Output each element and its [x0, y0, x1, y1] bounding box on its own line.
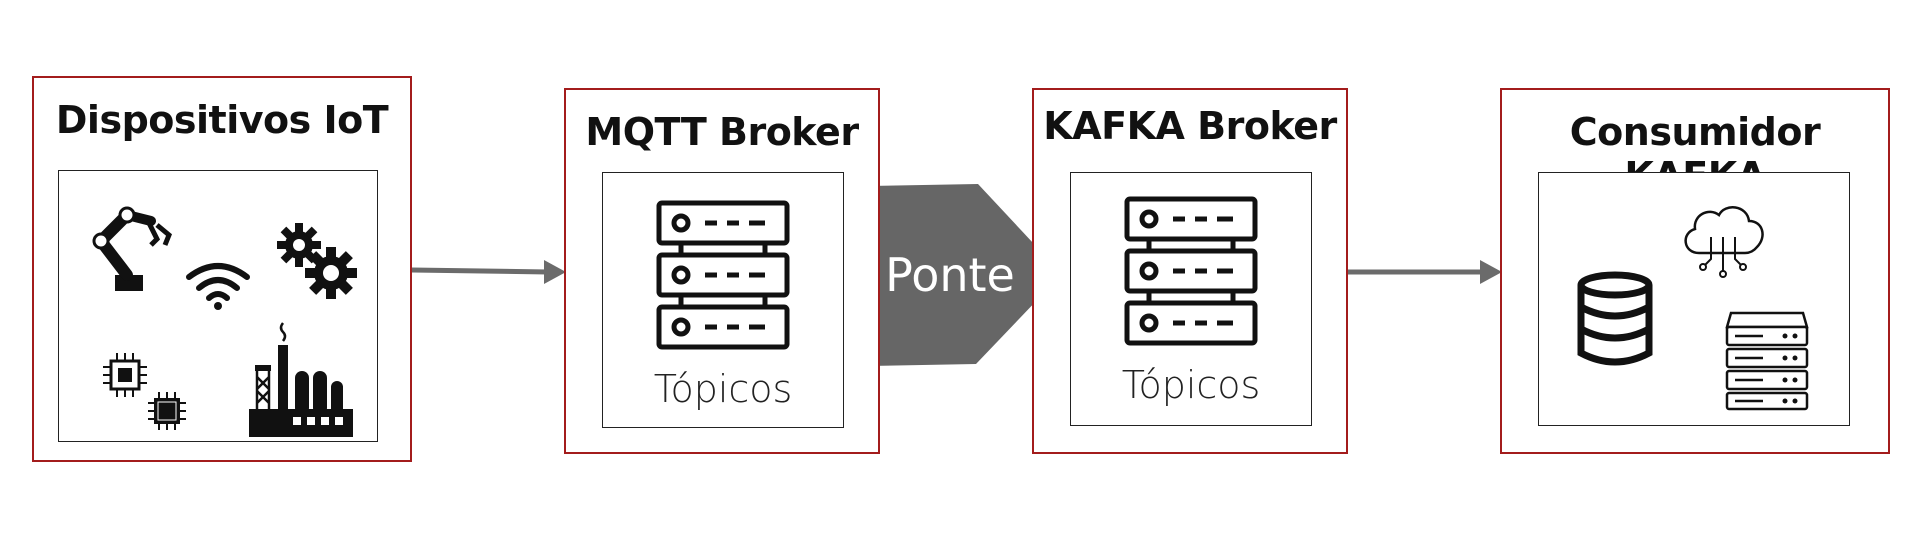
kafka-broker-panel: KAFKA Broker Tópicos — [1032, 88, 1348, 454]
panel-title: MQTT Broker — [585, 110, 859, 154]
kafka-consumer-panel: Consumidor KAFKA — [1500, 88, 1890, 454]
server-icon — [1725, 311, 1809, 411]
topics-box: Tópicos — [602, 172, 844, 428]
topics-label: Tópicos — [1121, 363, 1261, 407]
arrow-iot-to-mqtt — [411, 260, 566, 284]
chip-icon — [148, 392, 186, 430]
panel-title: KAFKA Broker — [1043, 104, 1337, 148]
server-rack-icon — [1124, 196, 1258, 346]
mqtt-broker-panel: MQTT Broker Tópicos — [564, 88, 880, 454]
server-rack-icon — [656, 200, 790, 350]
bridge-shape — [868, 184, 1062, 366]
devices-box — [58, 170, 378, 442]
gears-icon — [277, 223, 357, 299]
iot-devices-panel: Dispositivos IoT — [32, 76, 412, 462]
cloud-icon — [1684, 206, 1764, 278]
consumer-box — [1538, 172, 1850, 426]
topics-label: Tópicos — [653, 367, 793, 411]
bridge-label: Ponte — [885, 248, 1015, 302]
topics-box: Tópicos — [1070, 172, 1312, 426]
chip-icon — [103, 353, 147, 397]
robot-arm-icon — [92, 206, 172, 291]
arrow-kafka-to-consumer — [1348, 260, 1502, 284]
wifi-icon — [186, 263, 250, 310]
panel-title: Dispositivos IoT — [55, 98, 389, 142]
factory-icon — [249, 322, 353, 437]
database-icon — [1577, 271, 1653, 366]
